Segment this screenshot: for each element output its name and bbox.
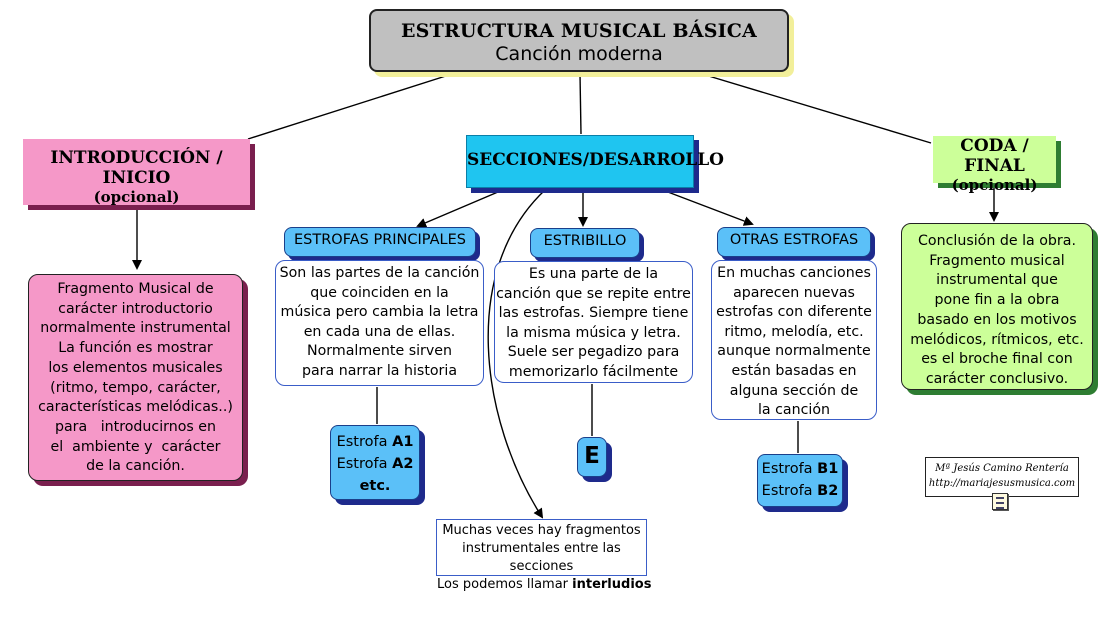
estribillo-desc-line: Suele ser pegadizo para <box>507 344 680 361</box>
estrofa-a2: Estrofa A2 <box>336 456 414 472</box>
estrofas-description: Son las partes de la canción que coincid… <box>275 260 484 386</box>
intro-header-optional: (opcional) <box>93 188 180 206</box>
coda-desc-line: Conclusión de la obra. <box>918 233 1076 249</box>
estribillo-desc-line: la misma música y letra. <box>506 324 681 341</box>
document-icon[interactable] <box>992 493 1008 510</box>
interludios-line: Muchas veces hay fragmentos <box>442 523 641 538</box>
otras-desc-line: aparecen nuevas <box>733 284 855 301</box>
estrofa-b2: Estrofa B2 <box>761 483 839 499</box>
author-credit: Mª Jesús Camino Rentería http://mariajes… <box>925 457 1079 497</box>
estrofa-b1: Estrofa B1 <box>761 461 839 477</box>
otras-desc-line: ritmo, melodía, etc. <box>724 323 864 340</box>
intro-header: INTRODUCCIÓN / INICIO (opcional) <box>23 139 250 206</box>
interludios-line: Los podemos llamar interludios <box>437 577 652 592</box>
estribillo-desc-line: Es una parte de la <box>528 266 659 282</box>
coda-desc-line: instrumental que <box>936 272 1058 289</box>
line-title-sections <box>579 73 582 135</box>
line-title-intro <box>247 73 453 140</box>
otras-desc-line: alguna sección de <box>729 382 859 399</box>
interludios-note: Muchas veces hay fragmentos instrumental… <box>436 519 651 592</box>
estribillo-description: Es una parte de la canción que se repite… <box>494 261 693 383</box>
intro-desc-line: normalmente instrumental <box>40 320 231 337</box>
arrow-sections-otras <box>659 188 754 226</box>
estribillo-desc-line: las estrofas. Siempre tiene <box>498 305 689 322</box>
coda-desc-line: Fragmento musical <box>929 252 1065 269</box>
title-subtitle: Canción moderna <box>495 43 663 65</box>
coda-desc-line: es el broche final con <box>921 351 1073 368</box>
title-box: ESTRUCTURA MUSICAL BÁSICA Canción modern… <box>369 9 789 72</box>
otras-desc-line: aunque normalmente <box>717 343 871 360</box>
intro-desc-line: para introducirnos en <box>54 418 217 435</box>
coda-desc-line: melódicos, rítmicos, etc. <box>910 331 1084 348</box>
line-title-coda <box>701 73 932 144</box>
coda-header-optional: (opcional) <box>951 176 1038 194</box>
estrofas-desc-line: música pero cambia la letra <box>280 304 479 321</box>
coda-desc-line: carácter conclusivo. <box>925 370 1069 387</box>
intro-desc-line: los elementos musicales <box>48 359 223 376</box>
intro-desc-line: características melódicas..) <box>38 399 233 416</box>
estribillo-label: ESTRIBILLO <box>530 228 640 258</box>
intro-desc-line: carácter introductorio <box>58 300 213 317</box>
estrofas-desc-line: que coinciden en la <box>310 284 449 301</box>
estribillo-desc-line: memorizarlo fácilmente <box>508 363 679 380</box>
title-main: ESTRUCTURA MUSICAL BÁSICA <box>401 20 757 42</box>
otras-desc-line: la canción <box>757 402 831 419</box>
estribillo-desc-line: canción que se repite entre <box>496 285 691 302</box>
coda-desc-line: basado en los motivos <box>917 311 1077 328</box>
estrofas-desc-line: Son las partes de la canción <box>279 265 480 281</box>
coda-desc-line: pone fin a la obra <box>934 292 1060 309</box>
otras-estrofas-description: En muchas canciones aparecen nuevas estr… <box>711 260 877 420</box>
estribillo-symbol: E <box>577 437 607 477</box>
intro-desc-line: el ambiente y carácter <box>50 438 221 455</box>
estrofas-desc-line: para narrar la historia <box>301 362 458 379</box>
estrofas-desc-line: Normalmente sirven <box>307 343 452 360</box>
coda-description: Conclusión de la obra. Fragmento musical… <box>901 223 1093 390</box>
intro-desc-line: Fragmento Musical de <box>57 281 214 297</box>
sections-header: SECCIONES/DESARROLLO <box>466 135 724 188</box>
estrofas-a-examples: Estrofa A1 Estrofa A2 etc. <box>330 425 420 500</box>
credit-author: Mª Jesús Camino Rentería <box>935 463 1069 474</box>
otras-b-examples: Estrofa B1 Estrofa B2 <box>757 454 843 507</box>
otras-desc-line: En muchas canciones <box>717 265 871 281</box>
estrofas-desc-line: en cada una de ellas. <box>303 323 456 340</box>
otras-desc-line: están basadas en <box>731 362 857 379</box>
coda-header: CODA / FINAL (opcional) <box>933 136 1056 194</box>
credit-site[interactable]: http://mariajesusmusica.com <box>928 478 1076 489</box>
estrofas-principales-label: ESTROFAS PRINCIPALES <box>284 227 476 257</box>
otras-estrofas-label: OTRAS ESTROFAS <box>717 227 871 257</box>
estrofa-etc: etc. <box>359 478 391 494</box>
arrow-sections-interludios <box>487 189 546 519</box>
intro-desc-line: de la canción. <box>86 458 185 475</box>
estrofa-a1: Estrofa A1 <box>336 434 414 450</box>
intro-description: Fragmento Musical de carácter introducto… <box>28 274 243 481</box>
intro-desc-line: (ritmo, tempo, carácter, <box>50 379 221 396</box>
intro-header-title: INTRODUCCIÓN / INICIO <box>50 148 223 188</box>
otras-desc-line: estrofas con diferente <box>716 304 872 321</box>
coda-header-title: CODA / FINAL <box>960 136 1029 176</box>
intro-desc-line: La función es mostrar <box>58 340 213 357</box>
arrow-sections-estrofas <box>416 188 506 228</box>
interludios-line: instrumentales entre las secciones <box>462 541 621 574</box>
